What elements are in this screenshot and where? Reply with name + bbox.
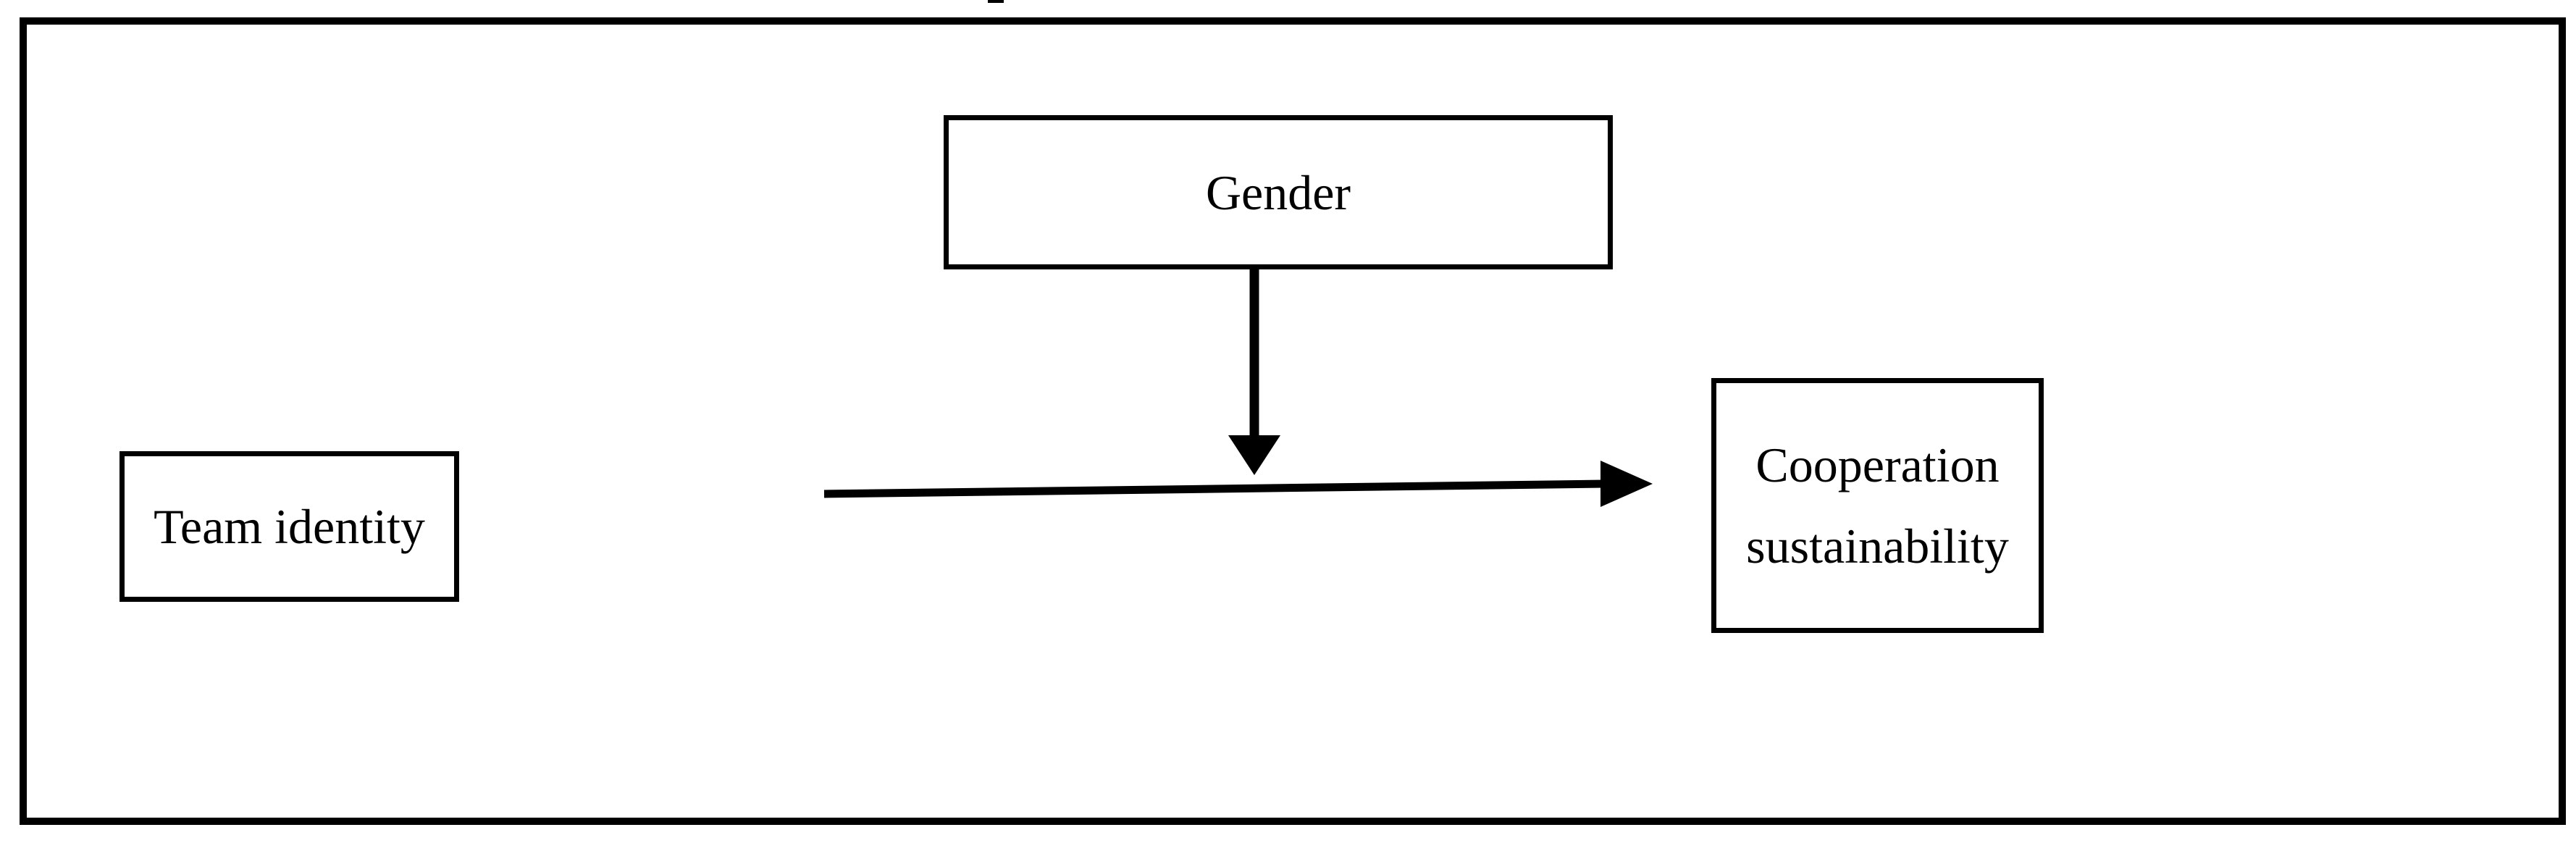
arrowhead-down xyxy=(1228,435,1280,475)
node-box-cooperation-sustainability[interactable]: Cooperation sustainability xyxy=(1711,378,2044,633)
edge-shaft-horizontal xyxy=(823,479,1605,498)
arrowhead-right xyxy=(1600,461,1653,507)
node-label-gender: Gender xyxy=(1205,164,1351,220)
node-label-cooperation-sustainability-line-1: Cooperation xyxy=(1755,437,2000,492)
node-box-team-identity[interactable]: Team identity xyxy=(119,451,459,602)
clipped-caption-artifact xyxy=(988,0,1004,3)
node-label-cooperation-sustainability-line-2: sustainability xyxy=(1746,519,2009,574)
node-box-gender[interactable]: Gender xyxy=(944,115,1613,269)
edge-team-identity-to-cooperation-sustainability xyxy=(823,461,1653,507)
figure-outer-frame: Gender Team identity Cooperation sustain… xyxy=(20,17,2566,825)
edge-gender-to-main-path xyxy=(1228,259,1280,475)
node-label-team-identity: Team identity xyxy=(154,499,425,554)
